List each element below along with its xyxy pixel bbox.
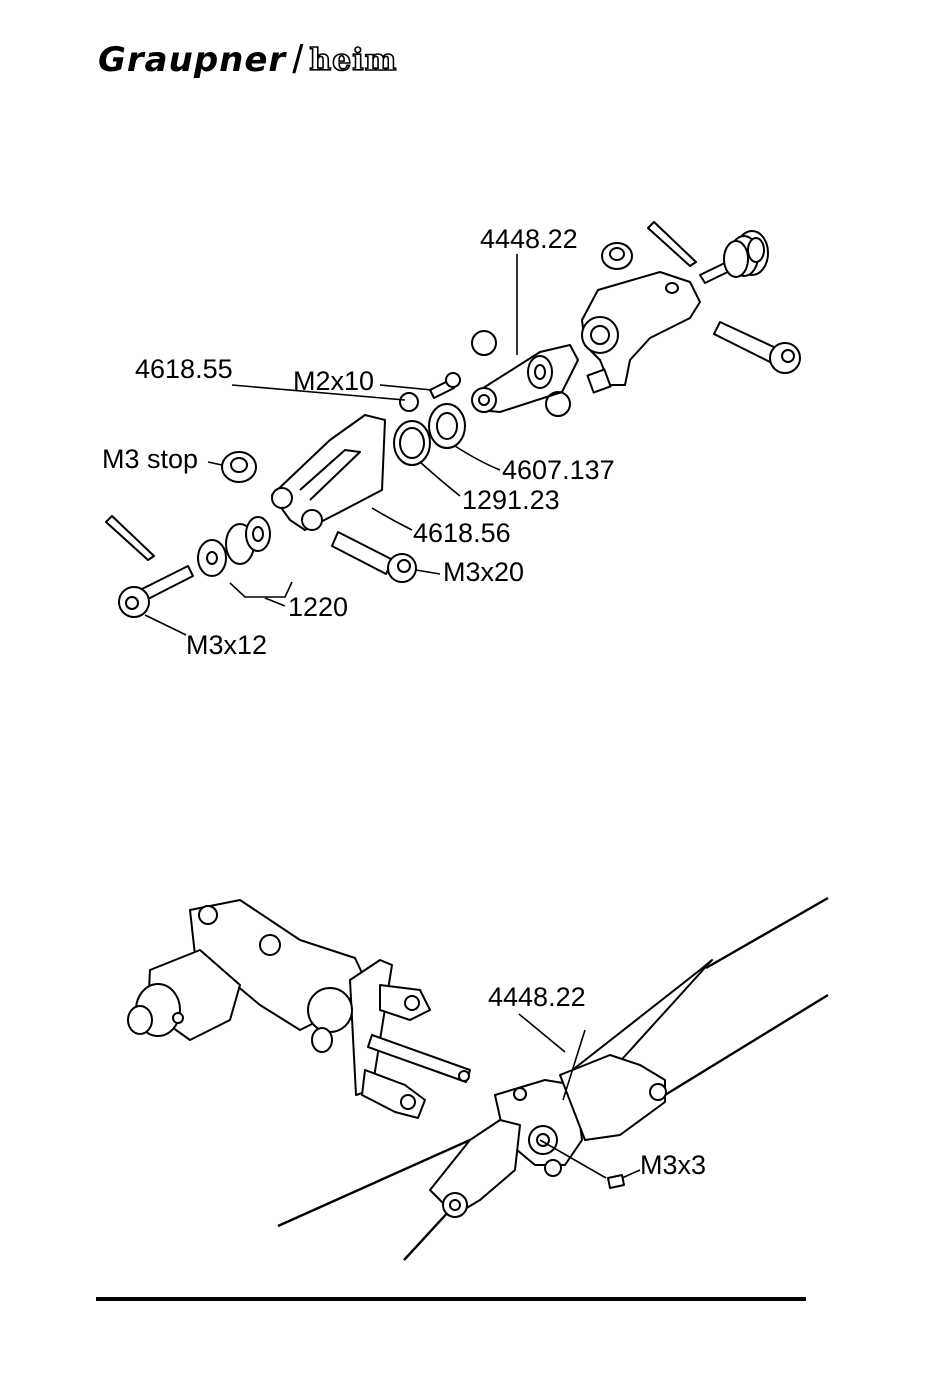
screw-m3x20: [332, 532, 416, 582]
label-m3-stop: M3 stop: [102, 444, 198, 474]
label-m3x12: M3x12: [186, 630, 267, 660]
label-m3x20: M3x20: [443, 557, 524, 587]
label-4607-137: 4607.137: [502, 455, 615, 485]
label-1220: 1220: [288, 592, 348, 622]
exploded-view-diagram: 4448.22 4618.55 M2x10 M3 stop 4607.137 1…: [0, 200, 950, 680]
brand-name: Graupner: [98, 40, 286, 80]
damper-bushing: [724, 231, 768, 277]
grub-screw-m3x3: [608, 1175, 624, 1188]
blade-grip-right: [582, 272, 700, 393]
flybar-rod: [368, 1035, 470, 1082]
brand-logo: Graupner / heim: [98, 38, 397, 82]
label-4618-55: 4618.55: [135, 354, 233, 384]
blade-grip-left: [272, 415, 385, 530]
label-m2x10: M2x10: [293, 366, 374, 396]
bushing-1291-23: [394, 421, 430, 465]
screw-m3x12: [119, 566, 193, 617]
label-4448-22: 4448.22: [480, 224, 578, 254]
thrust-bearing-1220: [198, 517, 270, 576]
label-1291-23: 1291.23: [462, 485, 560, 515]
screw-long-right: [714, 322, 800, 373]
allen-key-left-icon: [106, 516, 154, 560]
label-m3x3: M3x3: [640, 1150, 706, 1180]
assembly-view-diagram: 4448.22 M3x3: [0, 880, 950, 1280]
bottom-rule: [96, 1297, 806, 1301]
label-4448-22-assembled: 4448.22: [488, 982, 586, 1012]
center-hub: [472, 331, 578, 416]
blade-grip-left-assembled: [430, 1120, 520, 1217]
bearing-4607-137: [429, 404, 465, 448]
label-4618-56: 4618.56: [413, 518, 511, 548]
nut-m3-stop: [222, 452, 256, 482]
screw-m2x10: [430, 373, 460, 398]
sub-brand-name: heim: [309, 43, 397, 78]
allen-key-top-icon: [648, 222, 696, 266]
ball-link: [400, 393, 418, 411]
nut-top: [602, 243, 632, 269]
brand-separator: /: [292, 38, 303, 83]
